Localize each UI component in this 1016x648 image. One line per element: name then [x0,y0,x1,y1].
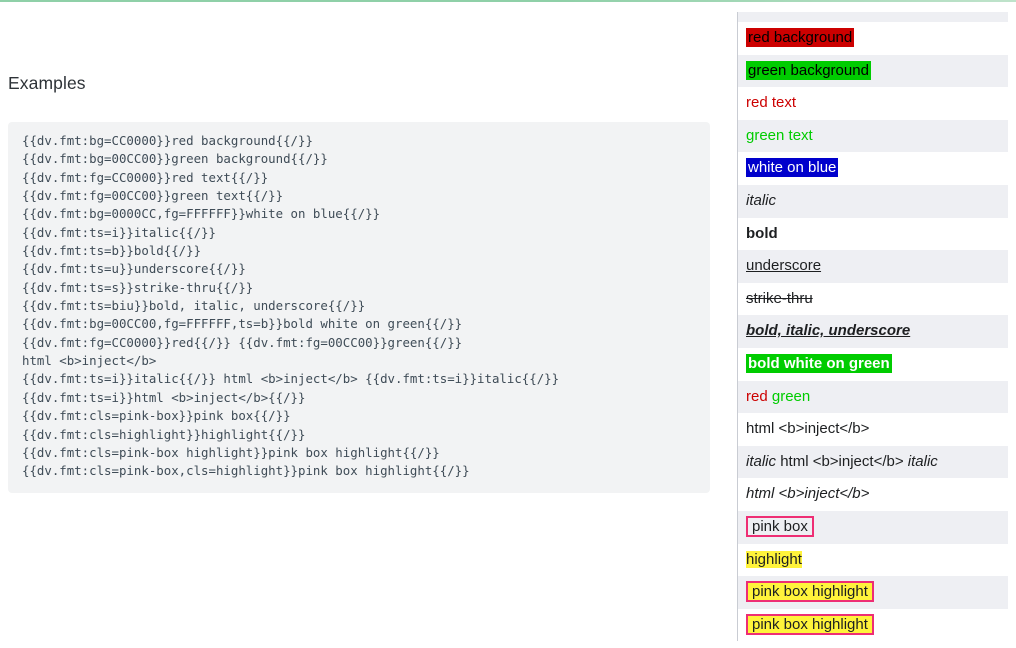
preview-row-red-text: red text [738,87,1008,120]
green-background-sample: green background [746,60,871,80]
italic-prefix-sample: italic [746,452,777,470]
preview-row-italic: italic [738,184,1008,218]
preview-row-white-on-blue: white on blue [738,152,1008,185]
preview-row-bold-italic-underscore: bold, italic, underscore [738,315,1008,348]
preview-row-highlight: highlight [738,544,1008,577]
italic-suffix-sample: italic [907,452,938,470]
preview-row-green-text: green text [738,119,1008,153]
html-inject-middle-sample: html <b>inject</b> [780,452,904,470]
examples-column: Examples {{dv.fmt:bg=CC0000}}red backgro… [8,73,710,493]
html-inject-sample: html <b>inject</b> [746,420,870,438]
rendered-preview-panel: red background green background red text… [737,12,1008,642]
bold-white-on-green-sample: bold white on green [746,353,892,373]
preview-row-red-background: red background [738,22,1008,55]
page-title: Examples [8,73,86,93]
code-block: {{dv.fmt:bg=CC0000}}red background{{/}} … [8,122,710,493]
red-word-sample: red [746,387,768,405]
preview-row-green-background: green background [738,54,1008,88]
underscore-sample: underscore [746,257,822,275]
preview-row-italic-html-inject: html <b>inject</b> [738,478,1008,511]
preview-row-bold-white-on-green: bold white on green [738,348,1008,381]
red-text-sample: red text [746,94,797,112]
italic-sample: italic [746,191,777,209]
red-background-sample: red background [746,28,855,47]
code-block-text: {{dv.fmt:bg=CC0000}}red background{{/}} … [22,133,560,479]
white-on-blue-sample: white on blue [746,158,839,178]
green-text-sample: green text [746,126,813,144]
preview-row-italic-html-inject-italic: italic html <b>inject</b> italic [738,445,1008,479]
highlight-sample: highlight [746,550,802,568]
pink-box-highlight-sample-1: pink box highlight [746,581,874,603]
bold-sample: bold [746,224,778,242]
preview-row-pink-box-highlight-1: pink box highlight [738,576,1008,609]
top-accent-rule [0,0,1016,2]
italic-html-inject-sample: html <b>inject</b> [746,485,870,503]
preview-row-red-green: red green [738,380,1008,414]
green-word-sample: green [771,387,811,405]
preview-row-strike-thru: strike-thru [738,283,1008,316]
preview-top-spacer [738,12,1008,22]
pink-box-sample: pink box [746,515,814,537]
preview-row-pink-box-highlight-2: pink box highlight [738,609,1008,642]
preview-row-html-inject: html <b>inject</b> [738,413,1008,446]
bold-italic-underscore-sample: bold, italic, underscore [746,322,911,340]
preview-row-underscore: underscore [738,250,1008,283]
strike-thru-sample: strike-thru [746,289,813,307]
pink-box-highlight-sample-2: pink box highlight [746,613,874,635]
preview-row-pink-box: pink box [738,510,1008,544]
preview-row-bold: bold [738,218,1008,251]
